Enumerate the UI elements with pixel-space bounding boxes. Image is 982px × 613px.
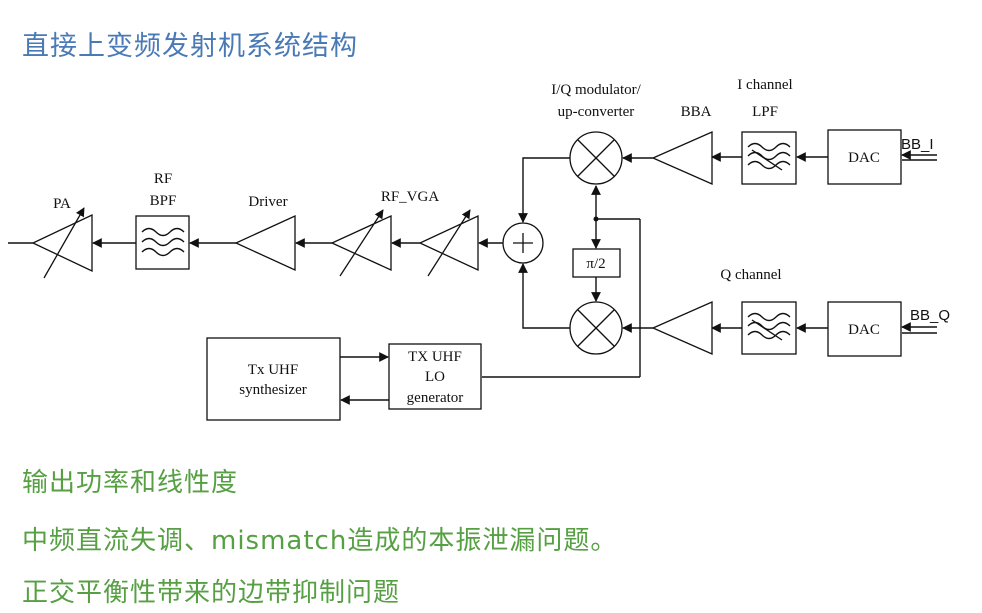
bba-q-amplifier	[651, 301, 713, 355]
modulator-label-1: I/Q modulator/	[551, 82, 641, 98]
rf-vga-1-amplifier	[330, 214, 392, 272]
i-channel-path	[622, 129, 937, 185]
lo-generator-label-1: TX UHF	[408, 349, 462, 365]
bba-label: BBA	[681, 104, 712, 120]
lpf-q-block	[741, 301, 797, 355]
rf-vga-2-amplifier	[418, 214, 479, 272]
bba-i-amplifier	[651, 131, 713, 185]
synthesizer-block	[206, 337, 341, 421]
synthesizer-label-2: synthesizer	[239, 382, 306, 398]
i-channel-label: I channel	[737, 77, 792, 93]
modulator-label-2: up-converter	[558, 104, 635, 120]
rf-chain	[8, 207, 503, 279]
lo-generator-label-3: generator	[407, 390, 464, 406]
synthesizer-label-1: Tx UHF	[248, 362, 298, 378]
note-lo-leakage: 中频直流失调、mismatch造成的本振泄漏问题。	[22, 526, 618, 556]
phase-shift-label: π/2	[586, 256, 605, 272]
mixer-to-summer-wires	[518, 157, 570, 329]
bb-i-label: BB_I	[901, 136, 934, 153]
lpf-i-block	[741, 131, 797, 185]
driver-label: Driver	[248, 194, 287, 210]
pa-amplifier	[31, 213, 93, 273]
note-output-power: 输出功率和线性度	[22, 468, 239, 498]
dac-i-label: DAC	[848, 150, 880, 166]
dac-q-label: DAC	[848, 322, 880, 338]
q-mixer	[569, 301, 623, 355]
lo-generator-label-2: LO	[425, 369, 445, 385]
lo-generation	[206, 337, 482, 421]
rf-bpf-label-2: BPF	[150, 193, 177, 209]
pa-label: PA	[53, 196, 71, 212]
lpf-label: LPF	[752, 104, 778, 120]
dac-q-block	[827, 301, 902, 357]
driver-amplifier	[234, 214, 296, 272]
lo-generator-block	[388, 343, 482, 410]
note-sideband-rejection: 正交平衡性带来的边带抑制问题	[22, 578, 401, 608]
rf-vga-label: RF_VGA	[381, 189, 440, 205]
lo-distribution	[482, 185, 641, 378]
i-mixer	[569, 131, 623, 185]
bb-q-label: BB_Q	[910, 307, 950, 324]
page-title: 直接上变频发射机系统结构	[22, 31, 358, 62]
rf-bpf-block	[135, 215, 190, 270]
q-channel-path	[622, 301, 937, 357]
rf-bpf-label-1: RF	[154, 171, 172, 187]
q-channel-label: Q channel	[720, 267, 781, 283]
summer	[502, 222, 544, 264]
